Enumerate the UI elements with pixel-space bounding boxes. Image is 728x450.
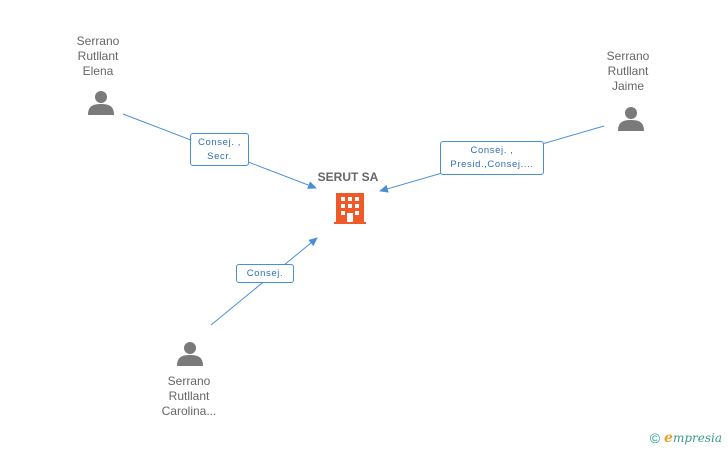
person-icon[interactable] [177,342,203,366]
person-icon[interactable] [88,91,114,115]
person-icon[interactable] [618,107,644,131]
person-name-jaime[interactable]: Serrano Rutllant Jaime [606,49,650,93]
building-icon[interactable] [334,193,366,224]
person-name-carolina[interactable]: Serrano Rutllant Carolina... [161,374,217,418]
brand-logo: empresia [664,430,722,446]
role-badge-elena: Consej. , Secr. [190,133,249,166]
company-name[interactable]: SERUT SA [317,170,379,184]
role-badge-carolina: Consej. [236,264,294,283]
person-name-elena[interactable]: Serrano Rutllant Elena [76,34,120,78]
role-badge-jaime: Consej. , Presid.,Consej.... [440,141,544,175]
copyright-icon: © [649,430,661,446]
footer-brand: © empresia [650,430,722,446]
